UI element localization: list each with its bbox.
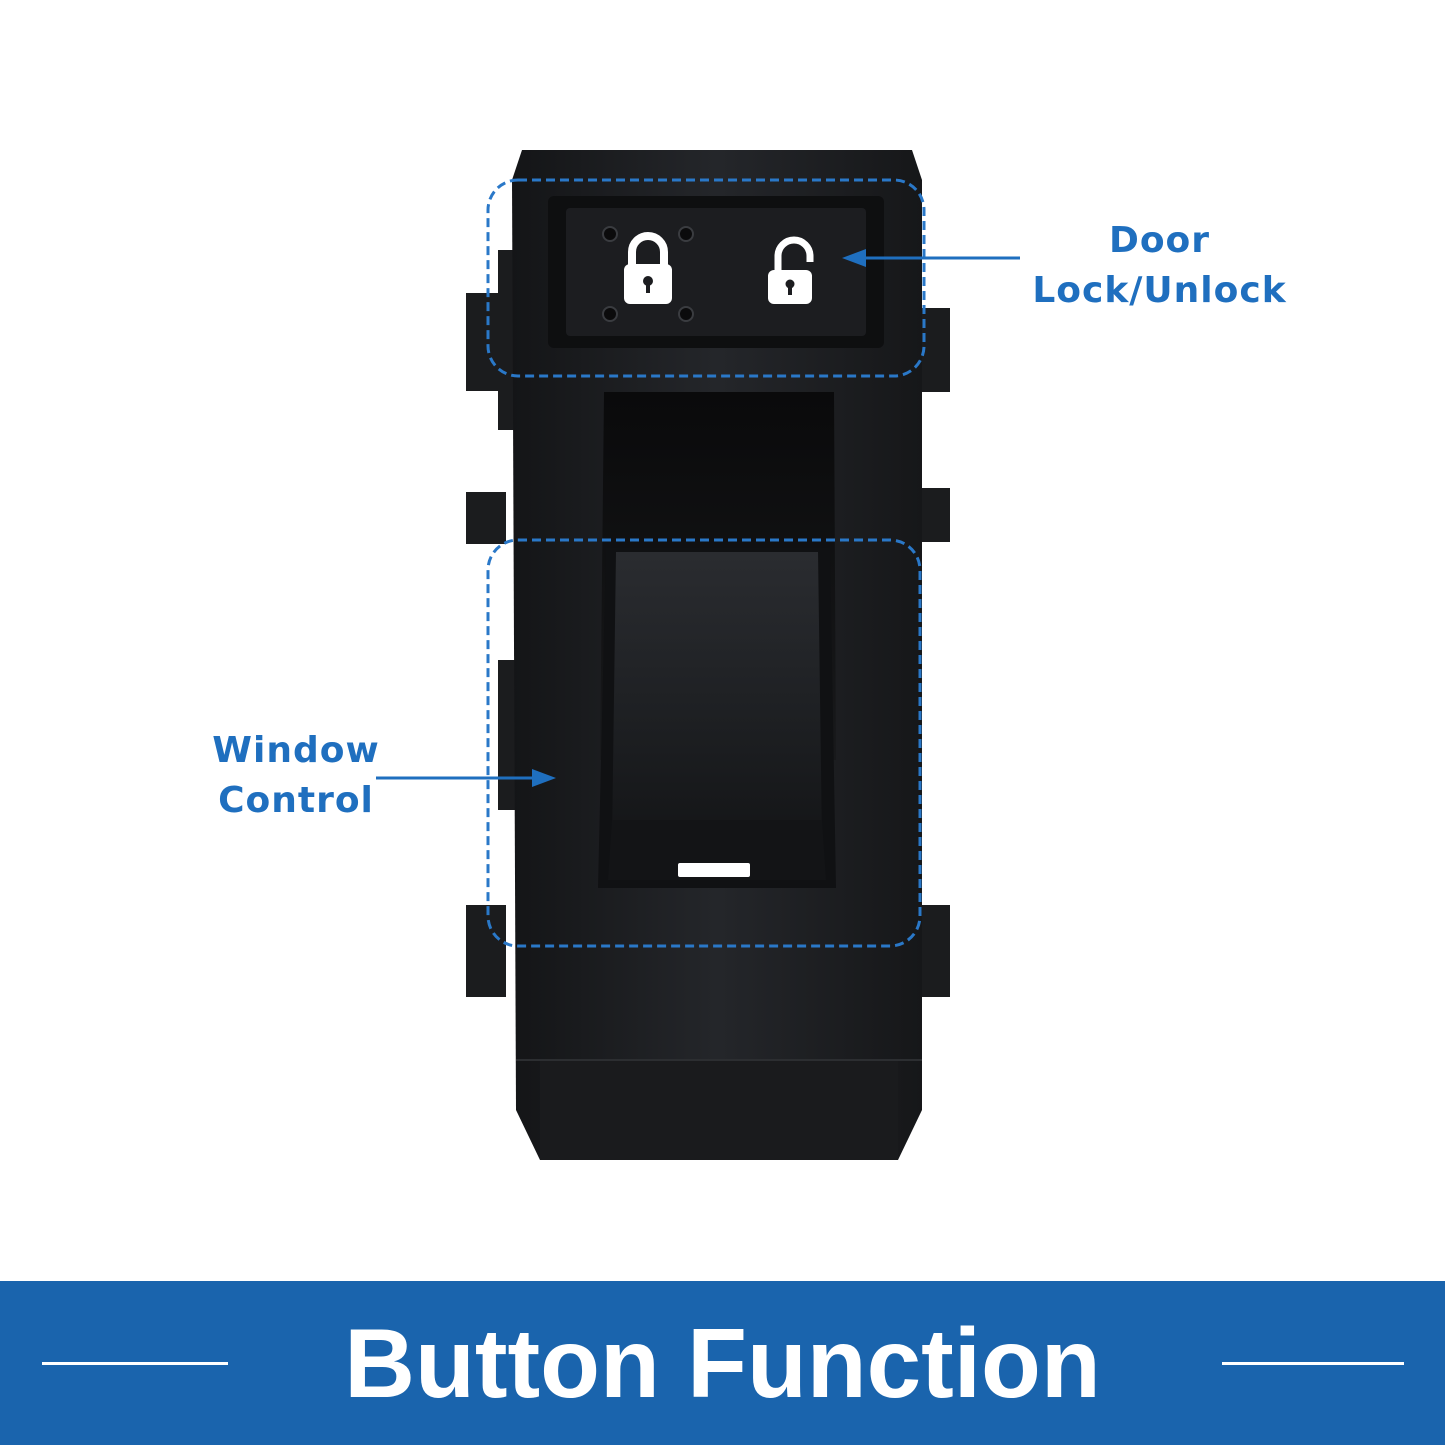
lock-icon: [624, 232, 672, 304]
door-callout-line1: Door: [1108, 220, 1211, 261]
unlock-icon: [768, 236, 814, 304]
window-arrow: [376, 769, 556, 787]
title-banner: Button Function: [0, 1281, 1445, 1445]
window-switch-indicator: [678, 863, 750, 877]
window-control-callout: Window Control: [196, 726, 396, 826]
banner-divider-left: [42, 1362, 228, 1365]
banner-title: Button Function: [344, 1308, 1101, 1418]
door-lock-highlight: [486, 178, 926, 378]
highlight-outlines: [486, 178, 926, 948]
banner-divider-right: [1222, 1362, 1404, 1365]
window-control-highlight: [486, 538, 922, 948]
window-callout-line2: Control: [218, 780, 374, 821]
door-lock-unlock-callout: Door Lock/Unlock: [1022, 216, 1297, 316]
door-arrow: [842, 249, 1020, 267]
window-callout-line1: Window: [212, 730, 380, 771]
lock-switch: [548, 196, 884, 348]
door-callout-line2: Lock/Unlock: [1032, 270, 1287, 311]
window-switch: [598, 392, 836, 888]
